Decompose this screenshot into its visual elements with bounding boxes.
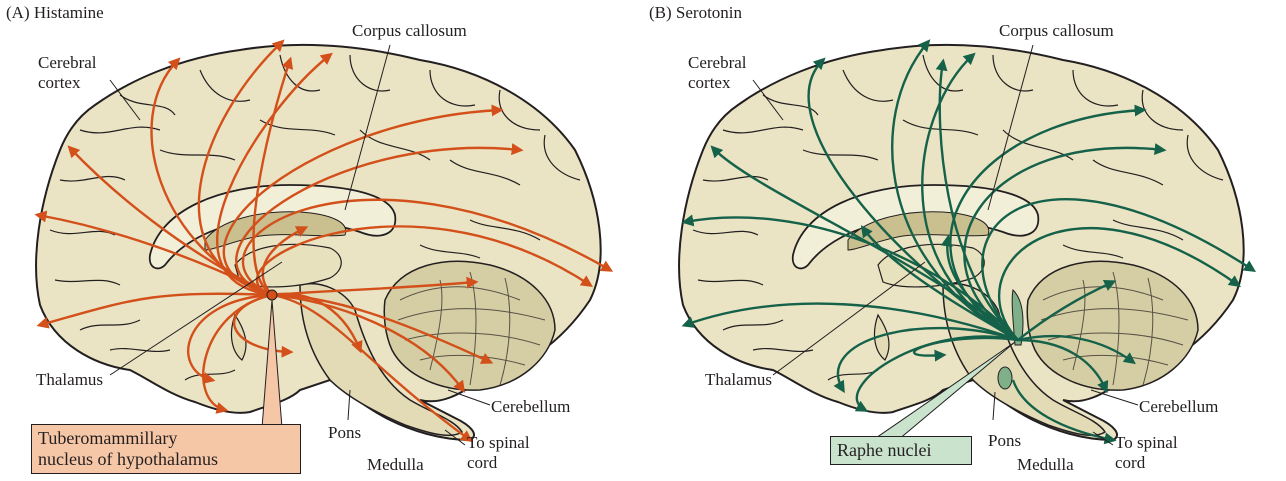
callout-line-1: Raphe nuclei [837,440,965,461]
label-thalamus: Thalamus [705,371,772,389]
label-cerebral-cortex-1: Cerebral [38,54,97,72]
label-pons: Pons [988,432,1021,450]
label-cerebral-cortex-2: cortex [38,74,80,92]
panel-histamine: (A) Histamine Corpus callosum Cerebral c… [0,0,643,481]
label-medulla: Medulla [367,456,424,474]
callout-line-2: nucleus of hypothalamus [38,449,294,470]
brain-outline [36,45,601,440]
panel-title: (A) Histamine [6,4,104,22]
panel-serotonin: (B) Serotonin Corpus callosum Cerebral c… [643,0,1286,481]
label-pons: Pons [328,424,361,442]
tuberomammillary-callout: Tuberomammillary nucleus of hypothalamus [31,424,301,474]
label-to-spinal-1: To spinal [467,434,530,452]
raphe-nuclei-lower [998,367,1012,389]
label-corpus-callosum: Corpus callosum [352,22,467,40]
label-thalamus: Thalamus [36,371,103,389]
label-to-spinal-2: cord [467,454,497,472]
label-cerebellum: Cerebellum [491,398,570,416]
label-corpus-callosum: Corpus callosum [999,22,1114,40]
panel-title: (B) Serotonin [649,4,742,22]
raphe-nuclei-callout: Raphe nuclei [830,436,972,465]
label-cerebellum: Cerebellum [1139,398,1218,416]
label-to-spinal-2: cord [1115,454,1145,472]
label-cerebral-cortex-2: cortex [688,74,730,92]
label-medulla: Medulla [1017,456,1074,474]
label-cerebral-cortex-1: Cerebral [688,54,747,72]
label-to-spinal-1: To spinal [1115,434,1178,452]
callout-line-1: Tuberomammillary [38,428,294,449]
tuberomammillary-nucleus [267,290,277,300]
